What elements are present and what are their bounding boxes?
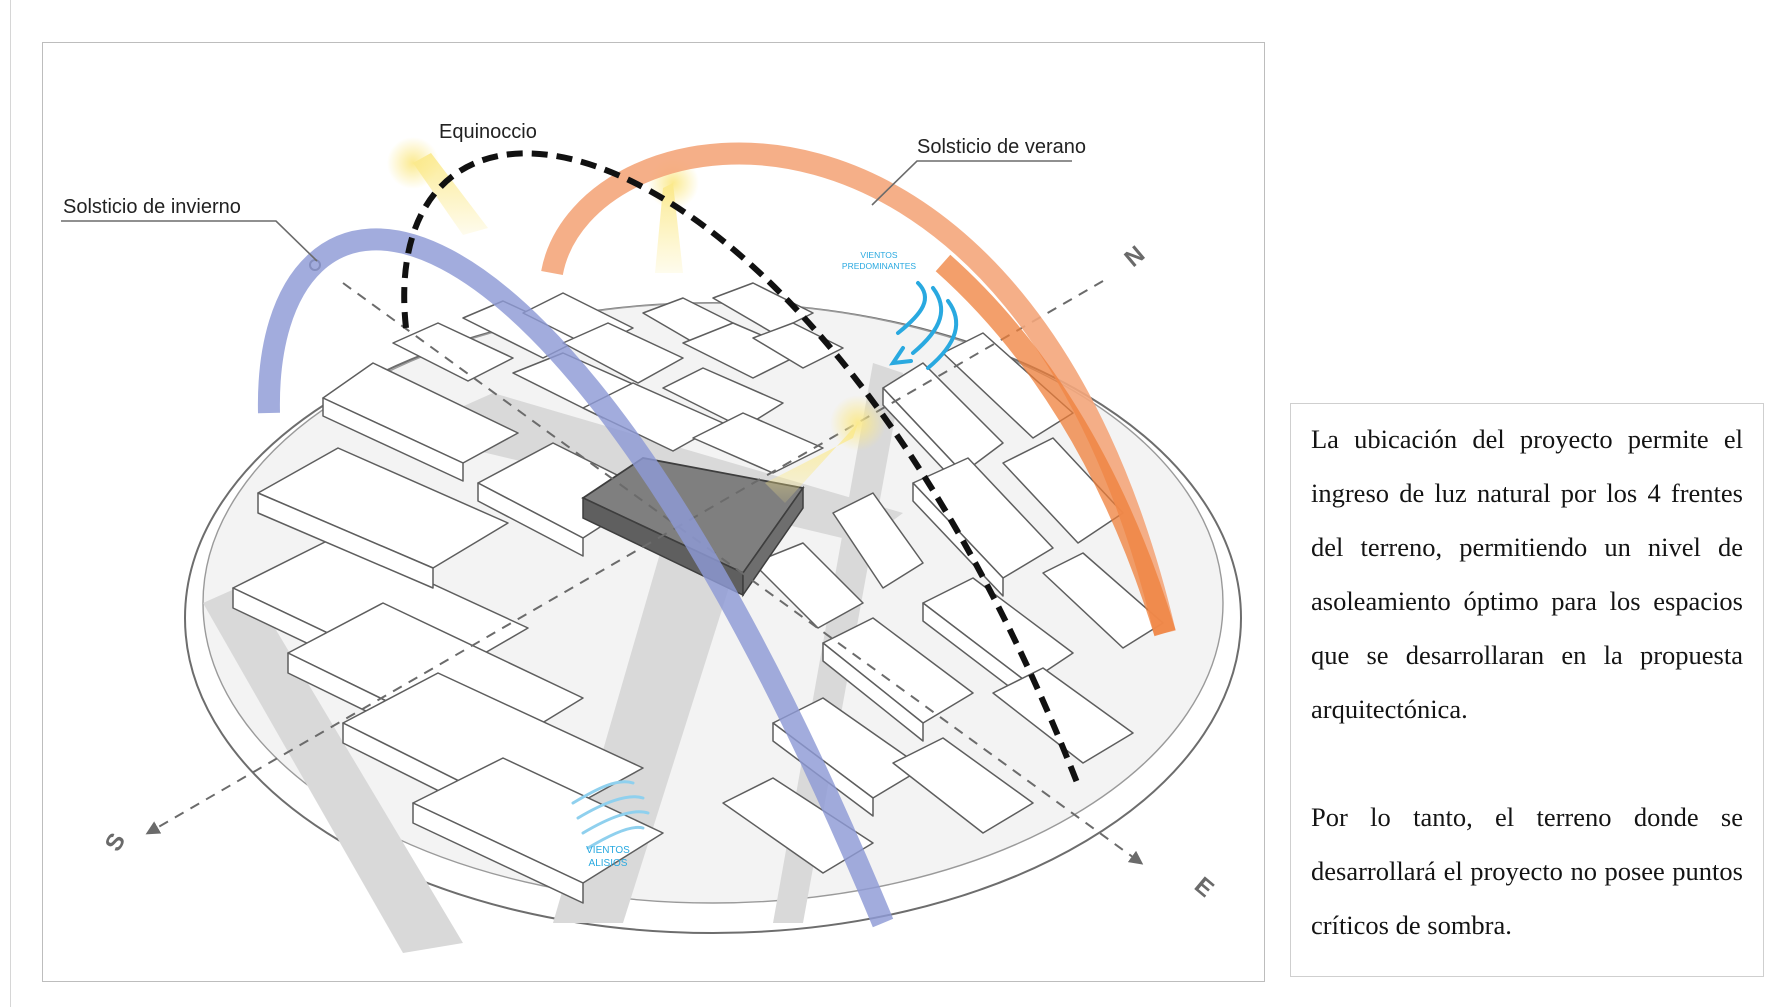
equinox-label: Equinoccio [439,121,537,143]
description-box: La ubicación del proyecto permite el ing… [1290,403,1764,977]
trade-winds-label-2: ALISIOS [589,858,628,869]
east-label: E [1189,872,1219,903]
summer-solstice-label: Solsticio de verano [917,136,1086,158]
compass-axes [145,280,1144,865]
wind-icon [888,281,959,370]
equinox-arc [401,150,1081,787]
description-paragraph-1: La ubicación del proyecto permite el ing… [1311,424,1743,724]
description-paragraph-2: Por lo tanto, el terreno donde se desarr… [1311,802,1743,940]
south-label: S [100,829,131,856]
solar-diagram: Equinoccio Solsticio de verano Solsticio… [42,42,1265,982]
page-rule [10,0,11,1007]
prevailing-winds-label-1: VIENTOS [860,250,897,260]
trade-wind-icon [571,780,650,850]
prevailing-winds-label-2: PREDOMINANTES [842,261,916,271]
winter-solstice-label: Solsticio de invierno [63,196,241,218]
winter-solstice-arc [257,228,894,928]
north-label: N [1120,241,1151,273]
trade-winds-label-1: VIENTOS [586,845,630,856]
callout-lines [61,160,1072,262]
diagram-canvas: Equinoccio Solsticio de verano Solsticio… [61,121,1242,953]
summer-solstice-arc [541,142,1176,637]
building-blocks [232,282,1164,904]
